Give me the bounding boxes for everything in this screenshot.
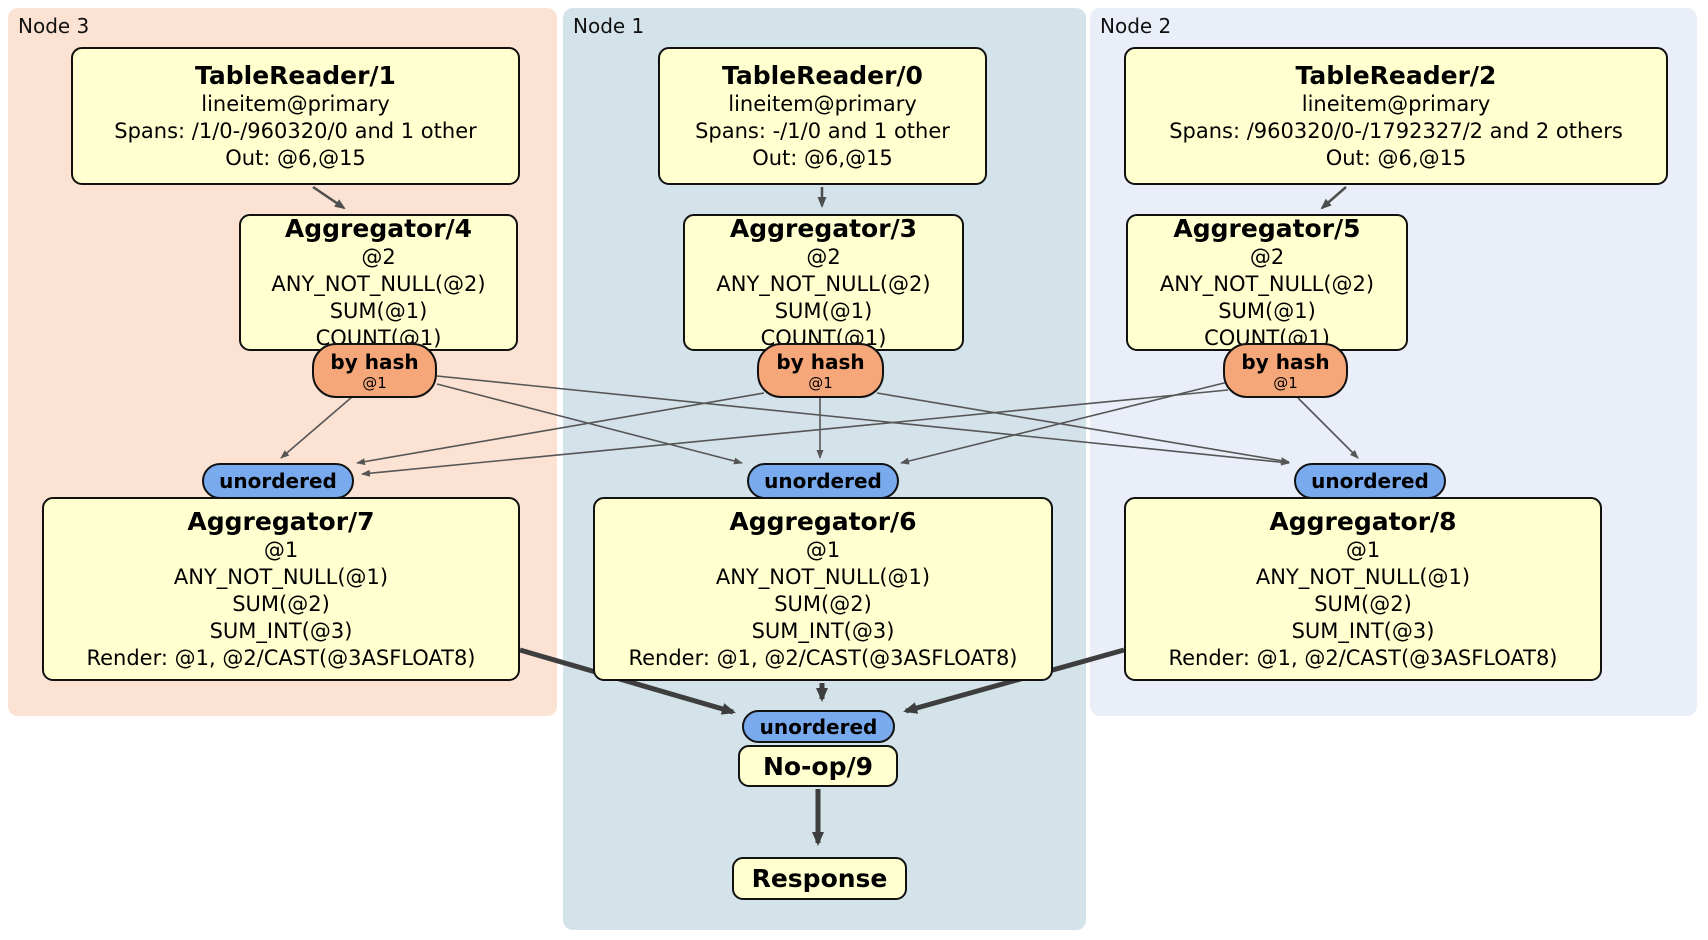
processor-groupcols: @2: [1249, 245, 1285, 269]
processor-title: Aggregator/6: [729, 507, 917, 536]
processor-agg-fn: SUM_INT(@3): [209, 619, 353, 643]
processor-aggregator8: Aggregator/8 @1 ANY_NOT_NULL(@1) SUM(@2)…: [1124, 497, 1602, 681]
router-stream-col: @1: [808, 373, 833, 392]
processor-tablereader2: TableReader/2 lineitem@primary Spans: /9…: [1124, 47, 1668, 185]
router-label: by hash: [330, 349, 419, 374]
processor-title: TableReader/2: [1295, 61, 1497, 90]
router-label: by hash: [776, 349, 865, 374]
processor-tablereader0: TableReader/0 lineitem@primary Spans: -/…: [658, 47, 987, 185]
processor-noop9: No-op/9: [738, 745, 898, 787]
processor-aggregator3: Aggregator/3 @2 ANY_NOT_NULL(@2) SUM(@1)…: [683, 214, 964, 351]
processor-groupcols: @1: [263, 538, 299, 562]
processor-agg-fn: ANY_NOT_NULL(@2): [271, 272, 486, 296]
processor-render: Render: @1, @2/CAST(@3ASFLOAT8): [1168, 646, 1558, 670]
processor-groupcols: @2: [806, 245, 841, 269]
processor-title: Aggregator/7: [187, 507, 375, 536]
processor-title: Aggregator/3: [729, 214, 918, 243]
processor-spans: Spans: -/1/0 and 1 other: [695, 119, 950, 143]
region-node1-label: Node 1: [573, 14, 645, 38]
processor-agg-fn: ANY_NOT_NULL(@2): [716, 272, 931, 296]
sync-unordered-left: unordered: [202, 463, 354, 499]
processor-aggregator4: Aggregator/4 @2 ANY_NOT_NULL(@2) SUM(@1)…: [239, 214, 518, 351]
router-label: by hash: [1241, 349, 1330, 374]
processor-title: Aggregator/5: [1173, 214, 1361, 243]
sync-unordered-final: unordered: [742, 710, 895, 743]
processor-agg-fn: SUM(@2): [774, 592, 872, 616]
processor-agg-fn: ANY_NOT_NULL(@2): [1159, 272, 1375, 296]
processor-title: Aggregator/8: [1269, 507, 1457, 536]
region-node2-label: Node 2: [1100, 14, 1172, 38]
processor-agg-fn: SUM(@1): [329, 299, 428, 323]
processor-agg-fn: SUM(@1): [774, 299, 873, 323]
processor-groupcols: @1: [1345, 538, 1381, 562]
processor-agg-fn: SUM(@2): [1314, 592, 1412, 616]
processor-title: Aggregator/4: [284, 214, 473, 243]
processor-agg-fn: SUM_INT(@3): [751, 619, 895, 643]
processor-agg-fn: ANY_NOT_NULL(@1): [715, 565, 931, 589]
processor-index: lineitem@primary: [1301, 92, 1491, 116]
processor-out: Out: @6,@15: [225, 146, 366, 170]
router-stream-col: @1: [362, 373, 387, 392]
processor-out: Out: @6,@15: [1325, 146, 1467, 170]
processor-agg-fn: ANY_NOT_NULL(@1): [173, 565, 389, 589]
processor-agg-fn: SUM(@2): [232, 592, 330, 616]
processor-index: lineitem@primary: [728, 92, 917, 116]
processor-title: TableReader/0: [722, 61, 923, 90]
router-by-hash-left: by hash @1: [312, 343, 437, 398]
processor-render: Render: @1, @2/CAST(@3ASFLOAT8): [628, 646, 1018, 670]
processor-index: lineitem@primary: [201, 92, 390, 116]
processor-response: Response: [732, 857, 907, 900]
processor-agg-fn: ANY_NOT_NULL(@1): [1255, 565, 1471, 589]
router-by-hash-right: by hash @1: [1223, 343, 1348, 398]
router-by-hash-center: by hash @1: [757, 343, 884, 398]
processor-agg-fn: SUM(@1): [1218, 299, 1316, 323]
processor-title: TableReader/1: [195, 61, 396, 90]
region-node3-label: Node 3: [18, 14, 90, 38]
processor-render: Render: @1, @2/CAST(@3ASFLOAT8): [86, 646, 476, 670]
processor-aggregator7: Aggregator/7 @1 ANY_NOT_NULL(@1) SUM(@2)…: [42, 497, 520, 681]
processor-spans: Spans: /960320/0-/1792327/2 and 2 others: [1169, 119, 1623, 143]
processor-groupcols: @1: [805, 538, 841, 562]
router-stream-col: @1: [1273, 373, 1298, 392]
processor-title: No-op/9: [762, 751, 874, 781]
processor-tablereader1: TableReader/1 lineitem@primary Spans: /1…: [71, 47, 520, 185]
processor-groupcols: @2: [361, 245, 396, 269]
sync-unordered-center: unordered: [747, 463, 899, 499]
processor-out: Out: @6,@15: [752, 146, 893, 170]
processor-spans: Spans: /1/0-/960320/0 and 1 other: [114, 119, 477, 143]
processor-aggregator6: Aggregator/6 @1 ANY_NOT_NULL(@1) SUM(@2)…: [593, 497, 1053, 681]
processor-title: Response: [751, 864, 888, 893]
processor-agg-fn: SUM_INT(@3): [1291, 619, 1435, 643]
processor-aggregator5: Aggregator/5 @2 ANY_NOT_NULL(@2) SUM(@1)…: [1126, 214, 1408, 351]
sync-unordered-right: unordered: [1294, 463, 1446, 499]
